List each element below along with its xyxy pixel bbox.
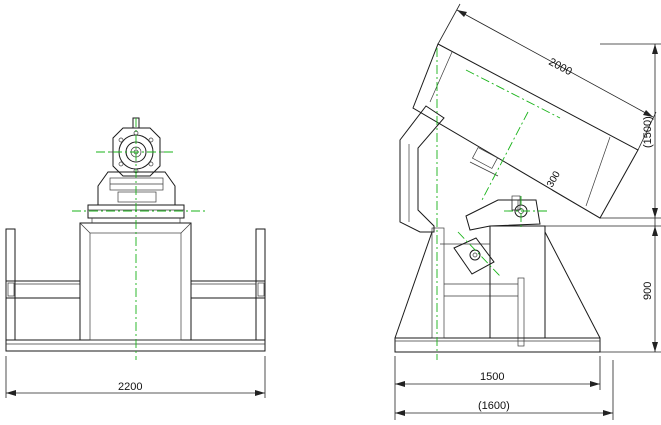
side-pivot-bracket [453,199,541,275]
dim-drum-length-label: 2000 [547,56,574,78]
dim-side-base-width-label: 1500 [480,371,504,383]
front-pedestal [79,222,192,341]
front-centerlines [72,118,206,360]
front-gearbox-bracket [97,171,176,206]
dim-front-width-label: 2200 [118,381,142,393]
dim-pivot-height-label: 900 [642,282,654,300]
dim-drum-length: 2000 [437,3,657,151]
dim-drum-offset: 300 [545,169,601,219]
dim-side-overall-width: (1600) [395,360,614,420]
side-centerlines [436,48,561,360]
front-base-frame [5,228,266,352]
side-tilt-arm [399,105,445,233]
side-view: 2000 300 (1500) 900 150 [394,3,661,420]
dim-vertical: (1500) 900 [545,43,661,353]
side-base [394,225,601,353]
dim-front-width: 2200 [5,356,266,398]
front-motor-head [110,117,166,177]
dim-drum-offset-label: 300 [545,169,563,189]
dim-side-overall-width-label: (1600) [478,400,510,412]
dim-side-base-width: 1500 [394,356,601,420]
side-drum [412,43,639,219]
dim-overall-height-label: (1500) [642,116,654,148]
front-view: 2200 [5,117,266,398]
